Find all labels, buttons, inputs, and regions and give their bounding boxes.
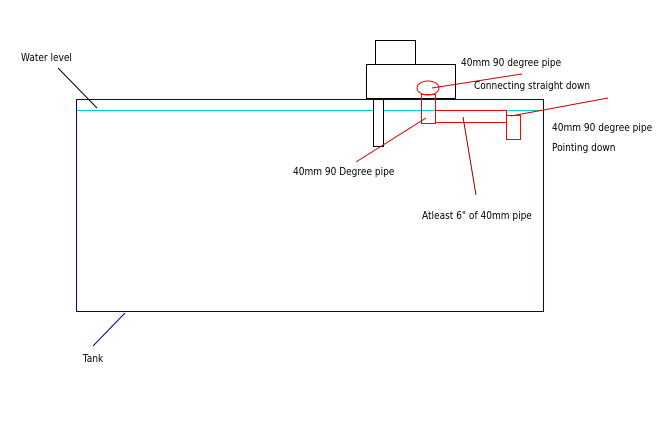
right-pipe-label-line2: Pointing down xyxy=(552,142,615,154)
vertical-pipe-down xyxy=(421,94,436,124)
tank-label: Tank xyxy=(82,353,104,365)
middle-pipe-label: 40mm 90 Degree pipe xyxy=(293,166,394,178)
filter-intake-tube xyxy=(373,99,384,147)
callout-middle-pipe xyxy=(355,117,427,163)
callout-tank xyxy=(92,312,126,347)
top-pipe-label-line1: 40mm 90 degree pipe xyxy=(461,57,561,69)
pipe-elbow-down xyxy=(506,115,521,140)
callout-horizontal-pipe xyxy=(462,116,477,196)
water-level-label: Water level xyxy=(21,52,72,64)
filter-body xyxy=(366,64,456,99)
right-pipe-label-line1: 40mm 90 degree pipe xyxy=(552,122,652,134)
filter-motor-top xyxy=(375,40,416,65)
horizontal-pipe xyxy=(435,110,507,123)
top-pipe-label-line2: Connecting straight down xyxy=(474,80,590,92)
horizontal-pipe-label: Atleast 6" of 40mm pipe xyxy=(422,210,532,222)
callout-water-level xyxy=(57,67,98,109)
callout-right-pipe xyxy=(510,97,609,117)
tank-outline xyxy=(76,99,544,312)
callout-top-pipe xyxy=(431,73,523,89)
